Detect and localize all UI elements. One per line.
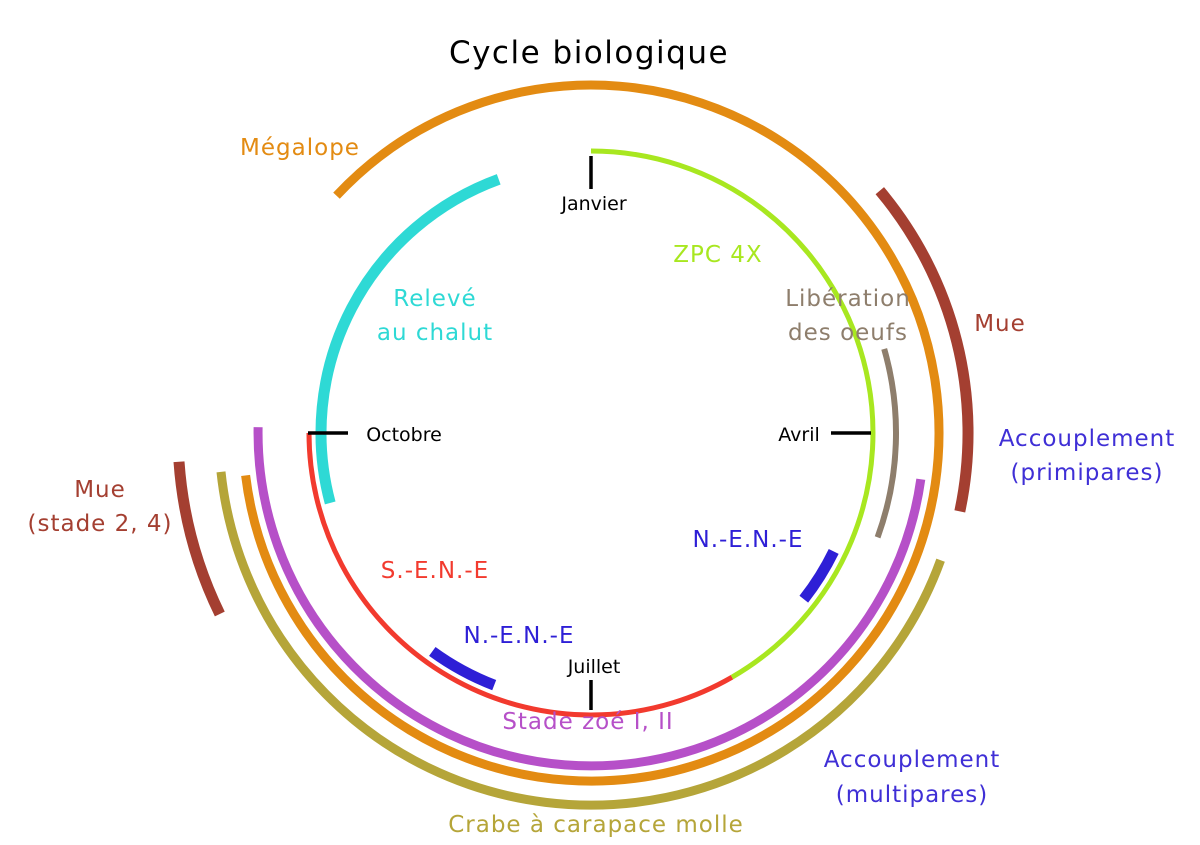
label-zoe: Stade zoé I, II: [502, 709, 673, 735]
arc-liberation: [874, 348, 899, 539]
arc-releve: [315, 174, 501, 505]
month-label-janvier: Janvier: [560, 193, 627, 215]
label-nene-right: N.-E.N.-E: [692, 527, 803, 553]
label-accouplement-multipares-line1: Accouplement: [824, 747, 1001, 773]
month-label-octobre: Octobre: [366, 424, 442, 446]
label-accouplement-primipares-line2: (primipares): [1011, 460, 1164, 486]
label-mue-stade-line1: Mue: [74, 477, 126, 503]
month-label-juillet: Juillet: [567, 656, 621, 678]
arc-mue-stade: [173, 461, 225, 617]
label-releve-line2: au chalut: [377, 320, 493, 346]
label-sene: S.-E.N.-E: [381, 558, 489, 584]
label-accouplement-primipares-line1: Accouplement: [999, 426, 1176, 452]
label-mue-stade-line2: (stade 2, 4): [28, 511, 173, 537]
month-ticks: [308, 156, 871, 710]
arc-mue: [875, 187, 974, 513]
arc-zoe: [253, 427, 926, 771]
arc-megalope: [241, 80, 944, 786]
label-liberation-line1: Libération: [785, 286, 911, 312]
arc-zpc: [590, 148, 876, 680]
label-mue: Mue: [974, 311, 1026, 337]
arc-nene-right: [799, 548, 839, 603]
label-megalope: Mégalope: [240, 135, 360, 161]
label-crabe: Crabe à carapace molle: [448, 812, 744, 838]
label-accouplement-multipares-line2: (multipares): [836, 782, 989, 808]
arc-sene: [306, 432, 734, 718]
arc-nene-bottom: [429, 646, 497, 691]
label-nene-bottom: N.-E.N.-E: [463, 623, 574, 649]
label-liberation-line2: des oeufs: [788, 320, 908, 346]
diagram-title: Cycle biologique: [449, 35, 729, 71]
label-zpc: ZPC 4X: [673, 242, 762, 268]
arc-crabe: [216, 471, 945, 810]
phase-arcs: [173, 80, 974, 810]
month-label-avril: Avril: [778, 424, 820, 446]
label-releve-line1: Relevé: [393, 286, 476, 312]
